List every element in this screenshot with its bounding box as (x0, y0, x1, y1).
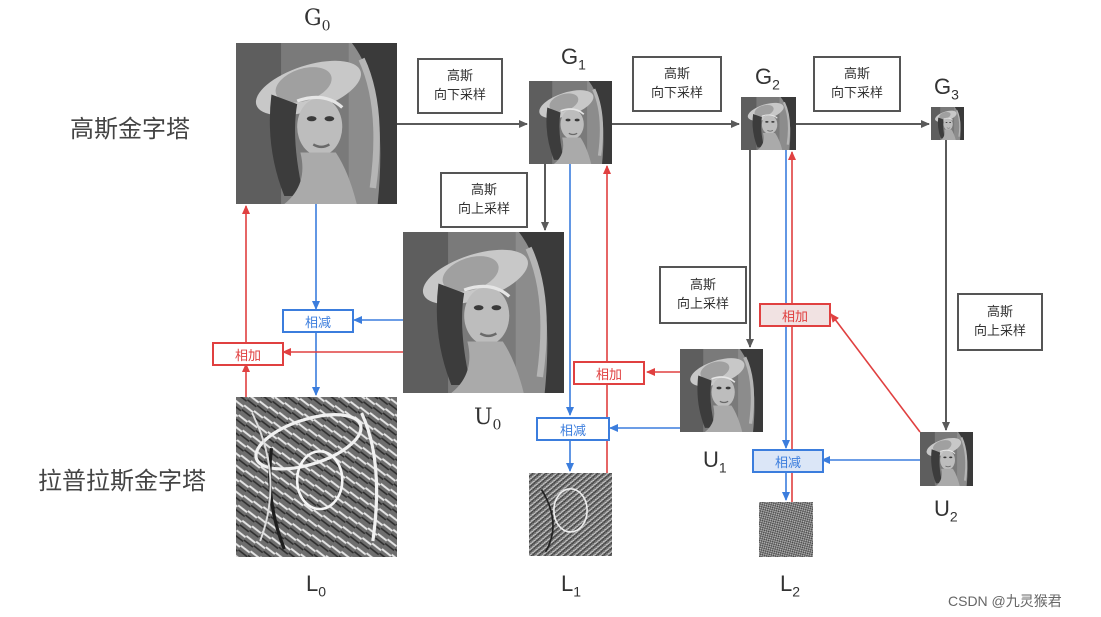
gaussian-pyramid-label: 高斯金字塔 (70, 115, 190, 143)
add-box-1: 相加 (573, 361, 645, 385)
subtract-box-1: 相减 (536, 417, 610, 441)
symbol-u1: U1 (703, 447, 727, 476)
laplacian-pyramid-label: 拉普拉斯金字塔 (38, 467, 206, 495)
upsample-box-0: 高斯 向上采样 (440, 172, 528, 228)
add-box-2: 相加 (759, 303, 831, 327)
symbol-g1: G1 (561, 44, 586, 73)
add-box-0: 相加 (212, 342, 284, 366)
csdn-watermark: CSDN @九灵猴君 (948, 593, 1062, 609)
symbol-l0: L0 (306, 571, 327, 600)
symbol-g3: G3 (934, 74, 959, 103)
symbol-l1: L1 (561, 571, 582, 600)
symbol-g0: G0 (304, 6, 331, 35)
subtract-box-0: 相减 (282, 309, 354, 333)
upsample-box-1: 高斯 向上采样 (659, 266, 747, 324)
symbol-u2: U2 (934, 496, 958, 525)
symbol-g2: G2 (755, 64, 780, 93)
symbol-u0: U0 (474, 405, 502, 434)
upsample-box-2: 高斯 向上采样 (957, 293, 1043, 351)
downsample-box-2: 高斯 向下采样 (632, 56, 722, 112)
symbol-l2: L2 (780, 571, 801, 600)
subtract-box-2: 相减 (752, 449, 824, 473)
downsample-box-1: 高斯 向下采样 (417, 58, 503, 114)
downsample-box-3: 高斯 向下采样 (813, 56, 901, 112)
